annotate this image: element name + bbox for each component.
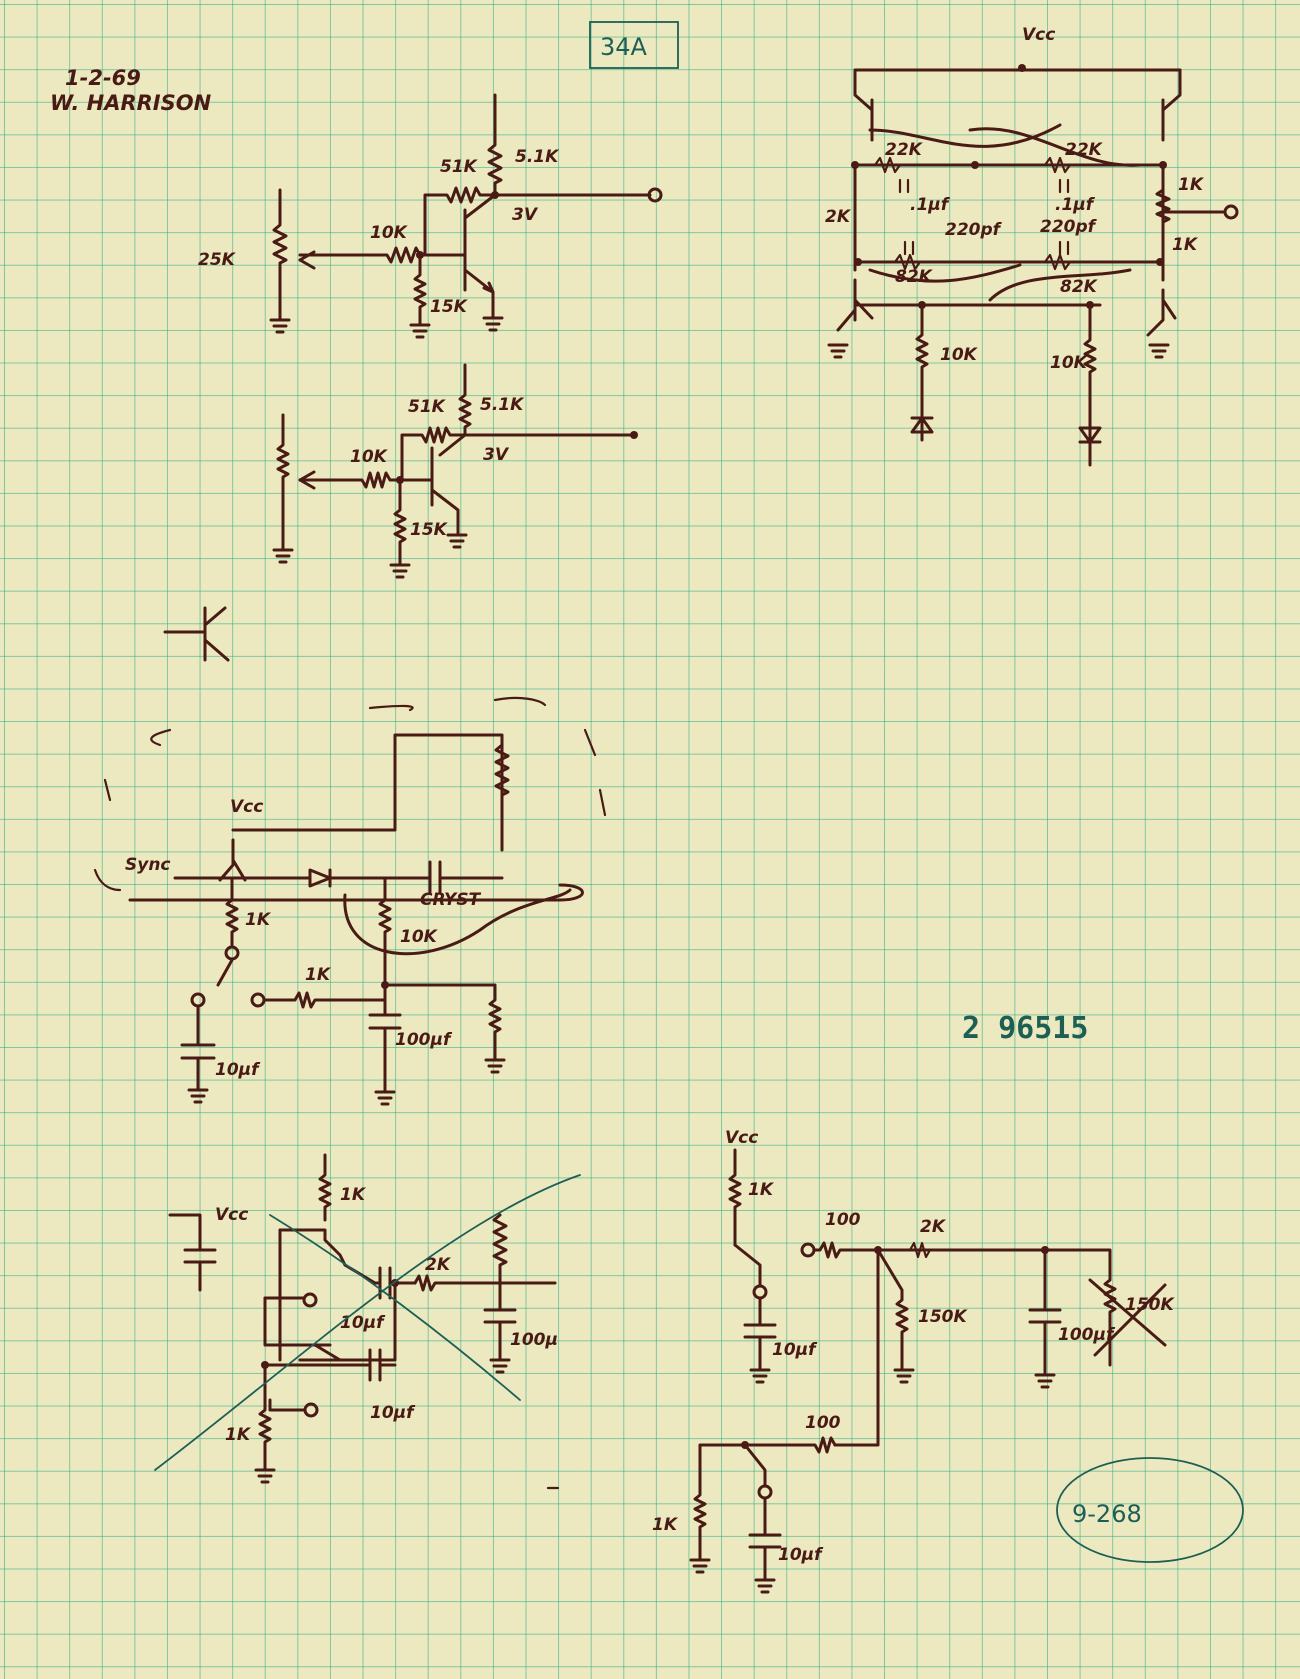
page-ref-oval [1056, 1457, 1244, 1563]
tl-r-pot: 25K [198, 250, 237, 270]
filter-c-bottom: 10µf [778, 1545, 824, 1565]
circuit-flipflop: Vcc 22K 22K [825, 25, 1239, 467]
crystal-c-right: 100µf [395, 1030, 453, 1050]
ff-r-cross-top-right: 22K [1065, 140, 1104, 160]
ml-r-emitter: 15K [410, 520, 449, 540]
sheet-number-box [589, 21, 679, 69]
ml-r-collector: 5.1K [480, 395, 525, 415]
cross-c-mid: 10µf [340, 1313, 386, 1333]
circuit-mid-left: 5.1K 51K 10K 15K 3V [272, 363, 638, 579]
filter-r-in-bottom: 100 [805, 1413, 841, 1433]
ff-r-left-side: 2K [825, 207, 852, 227]
tl-r-collector: 5.1K [515, 147, 560, 167]
tl-r-base: 10K [370, 223, 409, 243]
crystal-r-emitter: 1K [245, 910, 272, 930]
filter-r-series: 2K [920, 1217, 947, 1237]
tl-out-voltage: 3V [512, 205, 539, 225]
crystal-c-left: 10µf [215, 1060, 261, 1080]
tl-r-feedback: 51K [440, 157, 479, 177]
tl-r-emitter: 15K [430, 297, 469, 317]
filter-supply: Vcc [725, 1128, 758, 1148]
ff-r-cross-top-left: 22K [885, 140, 924, 160]
ff-c-mid-left: 220pf [945, 220, 1003, 240]
ml-out-voltage: 3V [483, 445, 510, 465]
filter-c-right: 100µf [1058, 1325, 1116, 1345]
ml-r-feedback: 51K [408, 397, 447, 417]
filter-r-in-top: 100 [825, 1210, 861, 1230]
circuit-filter: Vcc 1K 10µf 100 2K 150K 100µf 150K 100 1… [652, 1128, 1175, 1594]
stray-transistor-sketch [163, 606, 230, 662]
circuit-top-left: 5.1K 51K 10K 25K 15K 3V [198, 93, 663, 339]
filter-r-bottom: 1K [652, 1515, 679, 1535]
header-author: W. HARRISON [50, 91, 212, 115]
filter-c-left: 10µf [772, 1340, 818, 1360]
ml-r-base: 10K [350, 447, 389, 467]
filter-r-top: 1K [748, 1180, 775, 1200]
ff-r-right-bottom: 1K [1172, 235, 1199, 255]
header-date: 1-2-69 [65, 66, 141, 90]
stamp-number: 2 96515 [962, 1011, 1088, 1046]
ff-c-top-left: .1µf [910, 195, 951, 215]
page-ref: 9-268 [1072, 1500, 1142, 1528]
ff-r-cross-bottom-left: 82K [895, 267, 934, 287]
cross-r-bottom: 1K [225, 1425, 252, 1445]
ff-r-emit-left: 10K [940, 345, 979, 365]
cross-r-top: 1K [340, 1185, 367, 1205]
cross-c-right: 100µ [510, 1330, 558, 1350]
ff-supply: Vcc [1022, 25, 1055, 45]
cross-supply: Vcc [215, 1205, 248, 1225]
ff-r-cross-bottom-right: 82K [1060, 277, 1099, 297]
ff-r-right-top: 1K [1178, 175, 1205, 195]
crystal-r-mid: 10K [400, 927, 439, 947]
ff-c-mid-right: 220pf [1040, 217, 1098, 237]
ff-c-top-right: .1µf [1055, 195, 1096, 215]
crystal-input: Sync [125, 855, 171, 875]
filter-r-shunt: 150K [918, 1307, 968, 1327]
cross-c-bottom: 10µf [370, 1403, 416, 1423]
crystal-supply: Vcc [230, 797, 263, 817]
circuit-crossed: 1K Vcc 2K 100µ 10µf 10µf 1K [154, 1153, 581, 1484]
crystal-r-in: 1K [305, 965, 332, 985]
filter-r-crossed: 150K [1125, 1295, 1175, 1315]
sheet-number: 34A [600, 33, 648, 61]
cross-r-series: 2K [425, 1255, 452, 1275]
crystal-label: CRYST [420, 890, 482, 910]
ff-r-emit-right: 10K [1050, 353, 1089, 373]
circuit-crystal: Vcc Sync CRYST 1K 10K 1K 10µf 100µf [93, 696, 607, 1106]
